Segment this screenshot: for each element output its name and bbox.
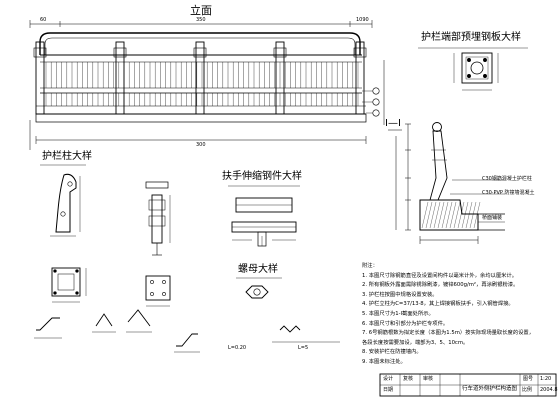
title-field-review: 审核 bbox=[423, 376, 434, 382]
nut-detail-title: 螺母大样 bbox=[238, 264, 278, 275]
note-line: 5. 本图尺寸为1-I截面处所示。 bbox=[362, 310, 434, 317]
elevation-view bbox=[29, 20, 385, 150]
scale-label: 比例 bbox=[522, 387, 533, 393]
post-detail-title: 护栏柱大样 bbox=[42, 151, 92, 162]
note-line: 6. 本图尺寸和引部分为护栏专项件。 bbox=[362, 320, 449, 327]
section-label-base: C30·PVP 防撞墙混凝土 bbox=[482, 190, 535, 196]
hatch-line bbox=[433, 201, 441, 229]
section-title: I—I bbox=[385, 118, 401, 129]
date-label: 日期 bbox=[383, 387, 394, 393]
hatch-line bbox=[465, 201, 473, 229]
note-line: 1. 本图尺寸除钢筋直径及设置间构件以毫米计外，余均以厘米计。 bbox=[362, 272, 518, 279]
title-field-drawing-no: 图号 bbox=[523, 376, 534, 382]
hatch-line bbox=[421, 201, 429, 229]
hatch-line bbox=[461, 201, 469, 229]
post-detail bbox=[40, 164, 87, 303]
drawing-title: 行车道外侧护栏构造图 bbox=[462, 386, 518, 392]
hatch-line bbox=[473, 201, 481, 229]
note-line: 7. 6号钢筋根数为拟定长度（本图为1.5m）按实际现场量取长度的设置， bbox=[362, 330, 535, 337]
title-field-design: 设计 bbox=[383, 376, 394, 382]
section-hatch bbox=[421, 201, 481, 229]
elevation-posts bbox=[33, 41, 367, 115]
hatch-line bbox=[429, 201, 437, 229]
sleeve-detail-title: 扶手伸缩钢件大样 bbox=[222, 171, 302, 182]
note-line: 8. 安装护栏在防撞墙内。 bbox=[362, 349, 422, 356]
section-detail bbox=[388, 122, 505, 244]
hatch-line bbox=[437, 201, 445, 229]
rebar-length-1: L=0.20 bbox=[228, 345, 247, 351]
dim-elev-bottom: 300 bbox=[196, 142, 206, 148]
section-label-cap: C30钢筋混凝土护栏柱 bbox=[482, 176, 532, 182]
scale-value: 1:20 bbox=[540, 376, 552, 382]
dim-elev-right: 1090 bbox=[356, 17, 369, 23]
elevation-post bbox=[113, 41, 127, 115]
hatch-line bbox=[469, 201, 477, 229]
hatch-line bbox=[457, 201, 465, 229]
hatch-line bbox=[425, 201, 433, 229]
notes-block: 附注： 1. 本图尺寸除钢筋直径及设置间构件以毫米计外，余均以厘米计。 2. 所… bbox=[362, 262, 552, 368]
note-line: 9. 本图未标注处。 bbox=[362, 358, 406, 365]
note-line: 3. 护栏柱按图中规格设置安装。 bbox=[362, 291, 438, 298]
end-plate-title: 护栏端部预埋钢板大样 bbox=[421, 32, 521, 43]
rebar-shapes bbox=[34, 309, 340, 353]
title-block bbox=[379, 373, 557, 397]
note-line: 2. 所有钢板外露面需除锈除刷漆，镀锌600g/m²，再涂刷银粉漆。 bbox=[362, 282, 519, 289]
notes-heading: 附注： bbox=[362, 263, 378, 269]
note-line: 4. 护栏立柱为C=37/13·8，其上焊接钢板扶手，引入钢管焊接。 bbox=[362, 301, 514, 308]
elevation-post bbox=[193, 41, 207, 115]
section-label-deck: 桥面铺装 bbox=[482, 215, 503, 221]
dim-elev-top: 350 bbox=[196, 17, 206, 23]
rebar-length-2: L=5 bbox=[298, 345, 309, 351]
elevation-balusters bbox=[45, 62, 359, 106]
dim-elev-left: 60 bbox=[40, 17, 47, 23]
end-plate-detail bbox=[418, 47, 528, 91]
hatch-line bbox=[453, 201, 461, 229]
hatch-line bbox=[441, 201, 449, 229]
nut-detail bbox=[236, 277, 282, 299]
title-field-check: 复核 bbox=[403, 376, 414, 382]
hatch-line bbox=[445, 201, 453, 229]
elevation-title: 立面 bbox=[190, 4, 212, 17]
hatch-line bbox=[449, 201, 457, 229]
date-value: 2004.8 bbox=[540, 387, 558, 393]
note-line: 各段长度按需要加设，端部为3、5、10cm。 bbox=[362, 339, 469, 346]
sleeve-detail bbox=[145, 181, 300, 307]
